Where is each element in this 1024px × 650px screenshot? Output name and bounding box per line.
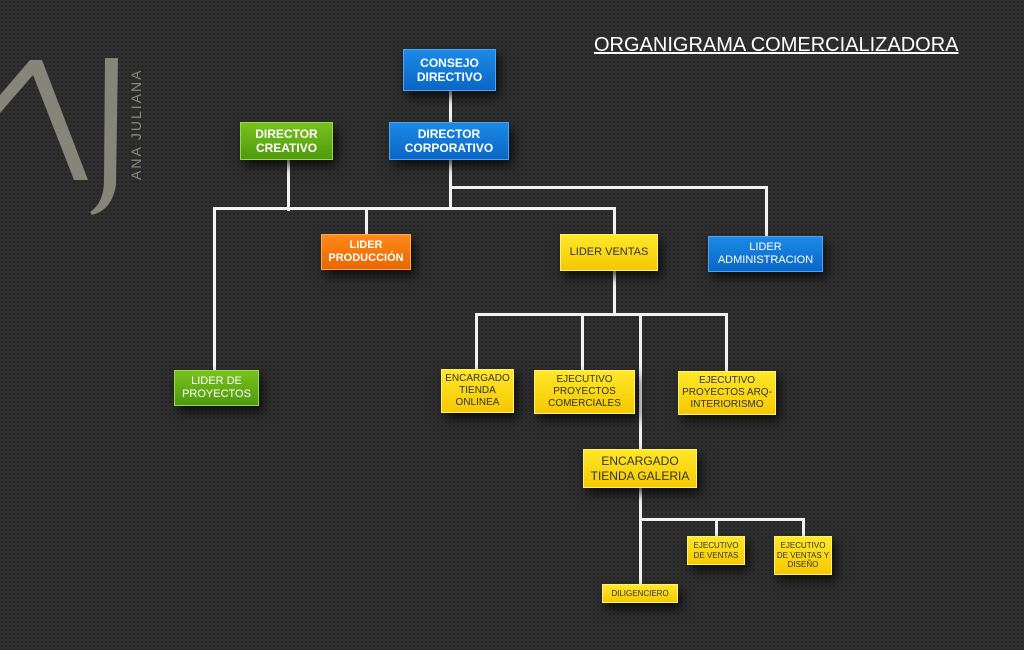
node-diligenciero: DILIGENCIERO [602, 584, 678, 603]
brand-name: ANA JULIANA [128, 68, 144, 180]
node-consejo-directivo: CONSEJO DIRECTIVO [403, 49, 496, 91]
node-lider-administracion: LIDER ADMINISTRACION [708, 236, 823, 272]
node-ejecutivo-ventas: EJECUTIVO DE VENTAS [687, 536, 745, 565]
aj-logo [0, 55, 125, 225]
node-ejecutivo-ventas-diseno: EJECUTIVO DE VENTAS Y DISEÑO [774, 536, 832, 575]
node-ejecutivo-proyectos-arq: EJECUTIVO PROYECTOS ARQ-INTERIORISMO [678, 371, 776, 415]
page-title: ORGANIGRAMA COMERCIALIZADORA [594, 34, 959, 56]
node-encargado-tienda-online: ENCARGADO TIENDA ONLINEA [441, 369, 514, 413]
node-director-corporativo: DIRECTOR CORPORATIVO [389, 122, 509, 160]
node-director-creativo: DIRECTOR CREATIVO [240, 122, 333, 160]
node-encargado-tienda-galeria: ENCARGADO TIENDA GALERIA [583, 449, 697, 488]
node-lider-ventas: LIDER VENTAS [560, 234, 658, 271]
node-lider-proyectos: LIDER DE PROYECTOS [174, 370, 259, 406]
node-ejecutivo-proyectos-comerciales: EJECUTIVO PROYECTOS COMERCIALES [534, 370, 635, 414]
node-lider-produccion: LIDER PRODUCCIÓN [321, 234, 411, 270]
